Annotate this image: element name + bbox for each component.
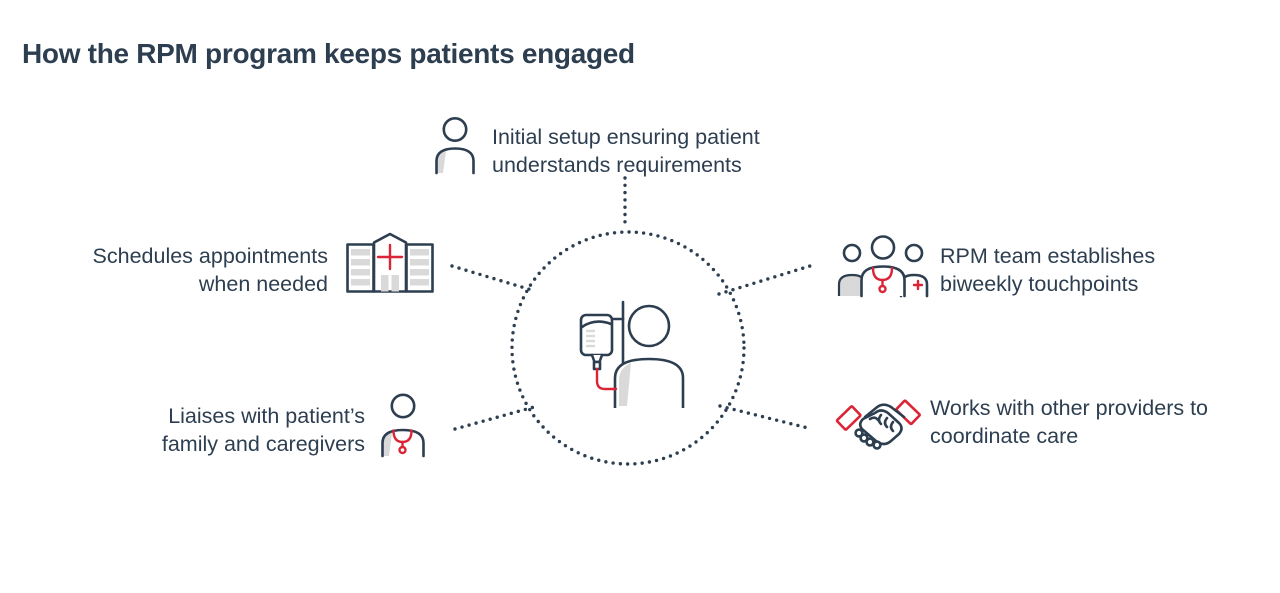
- hospital-icon: [346, 232, 434, 293]
- item-label-line: Works with other providers to: [930, 396, 1209, 420]
- item-label-line: Liaises with patient’s: [168, 404, 365, 428]
- caregiver-liaison-icon: [381, 393, 425, 458]
- rpm-care-team-icon: [837, 235, 929, 298]
- item-label-line: RPM team establishes: [940, 244, 1156, 268]
- item-rpm-team: RPM team establishes biweekly touchpoint…: [940, 242, 1155, 298]
- spoke-upper-left: [450, 264, 537, 293]
- hub-dotted-circle: [510, 230, 746, 466]
- spoke-lower-left: [453, 405, 536, 431]
- stethoscope-icon: [392, 429, 413, 444]
- page-title: How the RPM program keeps patients engag…: [22, 38, 635, 69]
- item-label-line: Initial setup ensuring patient: [492, 125, 760, 149]
- item-label-line: coordinate care: [930, 424, 1079, 448]
- patient-body-shading: [619, 363, 631, 406]
- item-label-line: family and caregivers: [161, 432, 365, 456]
- item-label-line: biweekly touchpoints: [940, 272, 1139, 296]
- item-initial-setup: Initial setup ensuring patient understan…: [492, 123, 760, 179]
- spoke-lower-right: [718, 404, 814, 431]
- iv-fluid-line: [580, 320, 613, 329]
- red-plus-icon: [912, 279, 924, 291]
- spoke-upper-right: [717, 264, 812, 296]
- red-cross-icon: [376, 243, 404, 271]
- patient-with-iv-icon: [579, 300, 685, 408]
- patient-body: [613, 357, 685, 408]
- item-works-with-providers: Works with other providers to coordinate…: [930, 394, 1208, 450]
- item-label-line: when needed: [198, 272, 328, 296]
- iv-scale-marks: [586, 329, 595, 348]
- item-schedules-appointments: Schedules appointments when needed: [40, 242, 328, 298]
- item-label-line: understands requirements: [492, 153, 742, 177]
- handshake-icon: [835, 399, 921, 450]
- iv-tube: [595, 367, 618, 391]
- item-liaises-family: Liaises with patient’s family and caregi…: [95, 402, 365, 458]
- patient-head: [627, 304, 671, 348]
- person-icon: [435, 117, 475, 175]
- item-label-line: Schedules appointments: [92, 244, 328, 268]
